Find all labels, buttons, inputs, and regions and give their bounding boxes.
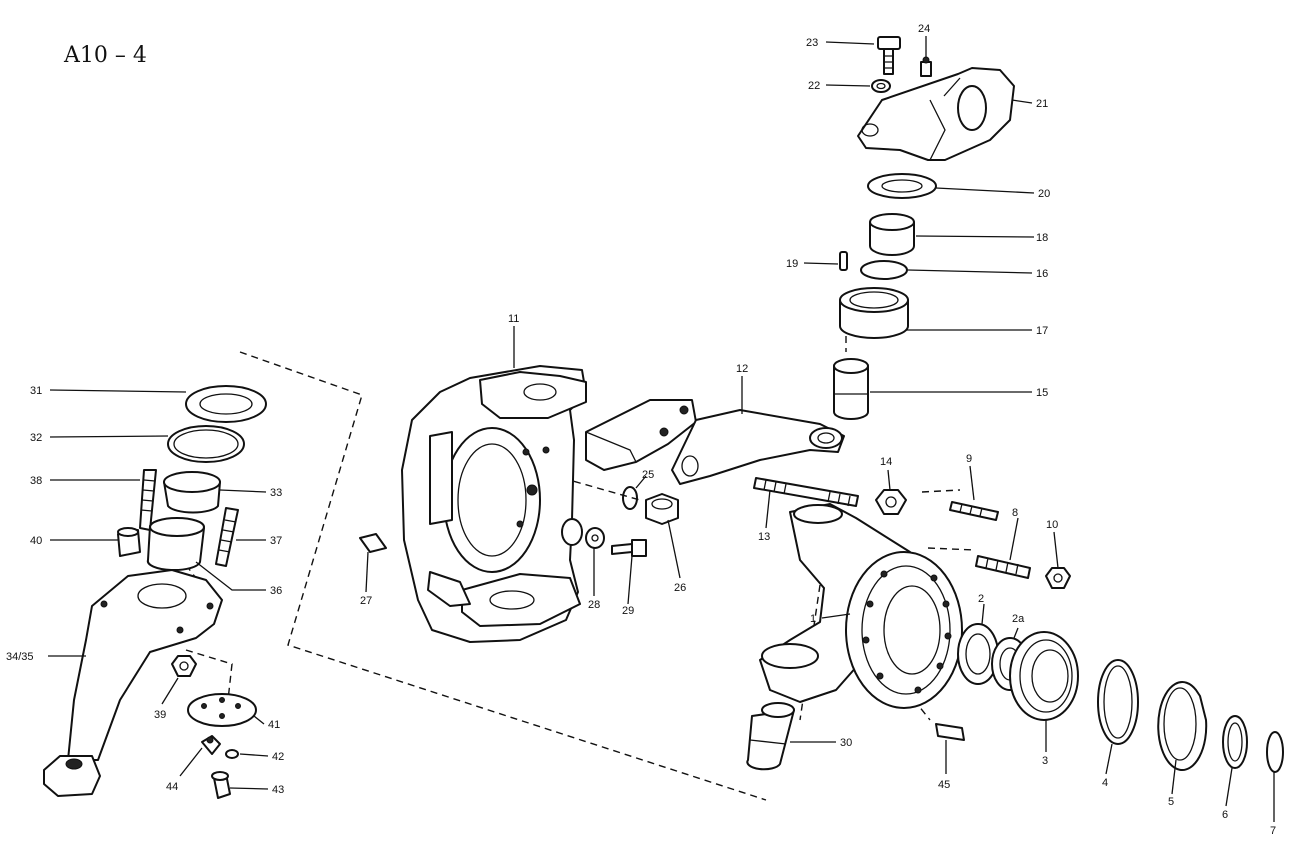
plate-41 [187, 693, 257, 727]
king-pin-30 [746, 702, 795, 771]
callout-31: 31 [30, 385, 42, 397]
callout-18: 18 [1036, 232, 1048, 244]
ring-7 [1266, 731, 1284, 773]
washer-22 [871, 79, 891, 93]
stud-13 [753, 477, 859, 507]
bolt-43 [211, 771, 231, 799]
callout-20: 20 [1038, 188, 1050, 200]
nut-14 [875, 489, 907, 515]
callout-36: 36 [270, 585, 282, 597]
o-ring-16 [860, 260, 908, 280]
bush-33 [163, 471, 221, 514]
washer-28 [585, 527, 605, 549]
stub-axle-housing-1 [759, 503, 963, 709]
callout-42: 42 [272, 751, 284, 763]
steering-bracket-21 [857, 67, 1015, 161]
callout-44: 44 [166, 781, 178, 793]
callout-37: 37 [270, 535, 282, 547]
callout-43: 43 [272, 784, 284, 796]
stud-8 [975, 555, 1031, 579]
callout-9: 9 [966, 453, 972, 465]
cover-plate [585, 399, 697, 471]
callout-41: 41 [268, 719, 280, 731]
callout-19: 19 [786, 258, 798, 270]
callout-38: 38 [30, 475, 42, 487]
callout-21: 21 [1036, 98, 1048, 110]
callout-27: 27 [360, 595, 372, 607]
callout-24: 24 [918, 23, 930, 35]
leader-lines [48, 36, 1275, 822]
king-pin-15 [833, 358, 869, 420]
callout-22: 22 [808, 80, 820, 92]
page-title: A10 – 4 [63, 43, 147, 68]
bearing-3 [1009, 631, 1079, 721]
stud-37 [215, 507, 239, 567]
callout-7: 7 [1270, 825, 1276, 837]
dowel-27 [359, 533, 387, 553]
dust-cap-31 [185, 385, 267, 423]
gasket-32 [167, 425, 245, 463]
callout-4: 4 [1102, 777, 1108, 789]
o-ring-25 [622, 486, 638, 510]
callout-3: 3 [1042, 755, 1048, 767]
ring-6 [1222, 715, 1248, 769]
callout-12: 12 [736, 363, 748, 375]
nut-10 [1045, 567, 1071, 589]
circlip-5 [1157, 681, 1208, 772]
bush-36 [146, 517, 205, 572]
callout-28: 28 [588, 599, 600, 611]
dowel-45 [935, 723, 965, 741]
bearing-bush-17 [839, 287, 909, 339]
callout-13: 13 [758, 531, 770, 543]
grease-nipple-24 [920, 56, 932, 77]
callout-45: 45 [938, 779, 950, 791]
grease-nipple-44 [201, 735, 221, 755]
shim-20 [867, 173, 937, 199]
callout-2: 2 [978, 593, 984, 605]
sleeve-40 [117, 527, 141, 557]
seal-2 [957, 623, 999, 685]
swivel-housing-11 [401, 365, 587, 643]
screw-29 [611, 539, 647, 557]
callout-8: 8 [1012, 507, 1018, 519]
callout-25: 25 [642, 469, 654, 481]
washer-42 [225, 749, 239, 759]
circlip-4 [1097, 659, 1139, 745]
steering-lever-34-35 [43, 569, 223, 797]
callout-labels: 1 2 2a 3 4 5 6 7 8 9 10 11 12 13 14 15 1… [6, 23, 1276, 837]
callout-23: 23 [806, 37, 818, 49]
callout-40: 40 [30, 535, 42, 547]
stud-38 [139, 469, 157, 531]
bolt-23 [877, 36, 901, 75]
callout-34-35: 34/35 [6, 651, 34, 663]
pin-19 [839, 251, 848, 271]
steering-arm-12 [671, 409, 845, 485]
callout-14: 14 [880, 456, 892, 468]
callout-17: 17 [1036, 325, 1048, 337]
callout-29: 29 [622, 605, 634, 617]
callout-1: 1 [810, 613, 816, 625]
callout-26: 26 [674, 582, 686, 594]
callout-16: 16 [1036, 268, 1048, 280]
callout-2a: 2a [1012, 613, 1025, 625]
stud-9 [949, 501, 999, 521]
nut-39 [171, 655, 197, 677]
bush-18 [869, 213, 915, 256]
callout-11: 11 [508, 313, 519, 325]
callout-6: 6 [1222, 809, 1228, 821]
callout-30: 30 [840, 737, 852, 749]
callout-10: 10 [1046, 519, 1058, 531]
callout-39: 39 [154, 709, 166, 721]
callout-33: 33 [270, 487, 282, 499]
callout-15: 15 [1036, 387, 1048, 399]
callout-32: 32 [30, 432, 42, 444]
callout-5: 5 [1168, 796, 1174, 808]
plug-26 [645, 493, 679, 525]
